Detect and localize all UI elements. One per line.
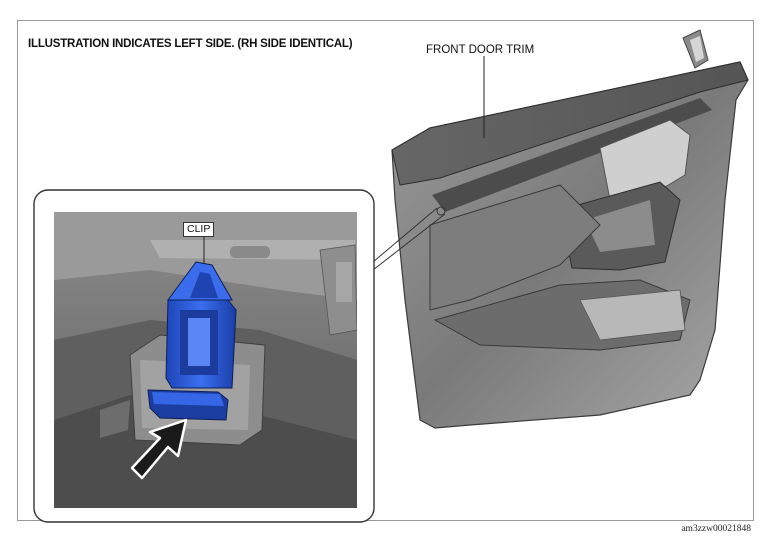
diagram-title: ILLUSTRATION INDICATES LEFT SIDE. (RH SI… [28, 38, 353, 50]
front-door-trim-drawing [391, 29, 749, 429]
clip-label: CLIP [183, 222, 215, 237]
front-door-trim-label: FRONT DOOR TRIM [426, 44, 535, 56]
callout-connector-lines [372, 206, 446, 271]
clip-detail-inset [33, 189, 375, 523]
clip-part [147, 236, 237, 421]
reference-code: am3zzw00021848 [681, 524, 751, 534]
push-direction-arrow [130, 418, 188, 480]
